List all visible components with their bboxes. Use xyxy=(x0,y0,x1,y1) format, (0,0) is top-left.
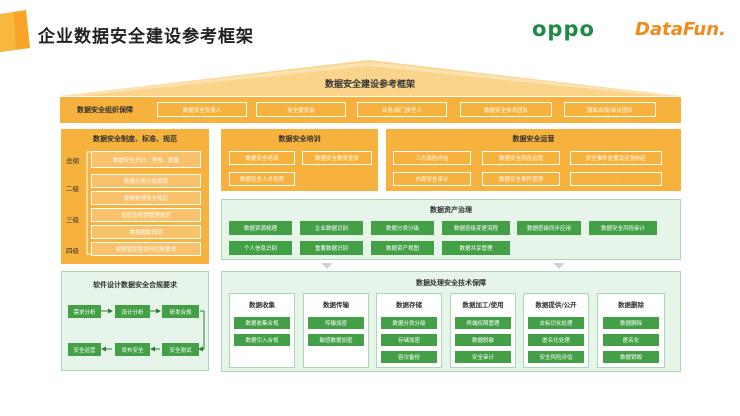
level-label: 四级 xyxy=(66,247,79,255)
sdl-flow-arrows xyxy=(101,308,205,352)
tech-column-title: 数据删除 xyxy=(618,300,644,309)
arrow-down-icon xyxy=(321,263,333,269)
org-bar xyxy=(60,97,681,123)
level-label: 三级 xyxy=(66,216,79,224)
policy-item: 加密及密钥管理规范 xyxy=(91,208,201,222)
governance-title: 数据资产治理 xyxy=(430,206,472,214)
training-panel xyxy=(221,129,378,191)
framework-roof xyxy=(59,60,680,96)
governance-item: 个人信息识别 xyxy=(229,241,292,255)
governance-item: 数据资产视图 xyxy=(371,241,434,255)
governance-item: 数据分类分级 xyxy=(371,221,434,235)
governance-item: 数据共享管理 xyxy=(442,241,510,255)
policy-item: 数据分类分级规范 xyxy=(91,174,201,188)
tech-item: 匿名化处理 xyxy=(528,334,584,346)
governance-item: 数据资源梳理 xyxy=(229,221,292,235)
level-label: 二级 xyxy=(66,185,79,193)
training-item: 数据安全教育宣传 xyxy=(302,151,372,165)
org-label: 数据安全组织保障 xyxy=(77,106,133,114)
level-label: 总纲 xyxy=(66,157,79,165)
roof-title: 数据安全建设参考框架 xyxy=(324,80,415,90)
tech-column xyxy=(303,293,369,368)
tech-column-title: 数据存储 xyxy=(396,300,422,309)
policy-title: 数据安全制度、标准、规范 xyxy=(93,135,177,143)
governance-item: 重要数据识别 xyxy=(300,241,363,255)
tech-item: 安全审计 xyxy=(455,351,511,363)
policy-item: 权限管控和访问控制要求 xyxy=(91,242,201,256)
sdl-step: 设计分析 xyxy=(115,305,150,318)
operations-item: 三方风险评估 xyxy=(393,151,471,165)
sdl-step: 需求分析 xyxy=(68,305,101,318)
tech-item: 数据删除 xyxy=(603,317,659,329)
sdl-step: 安全运营 xyxy=(68,343,101,356)
governance-item: 数据密级变更流程 xyxy=(442,221,510,235)
operations-panel xyxy=(386,129,681,191)
training-title: 数据安全培训 xyxy=(278,135,321,143)
training-item: 数据安全人才培养 xyxy=(229,172,295,186)
tech-title: 数据处理安全技术保障 xyxy=(416,279,486,287)
operations-item: ... xyxy=(570,172,662,186)
tech-item: 数据分类分级 xyxy=(381,317,437,329)
arrow-down-icon xyxy=(553,263,565,269)
tech-item: 安全风险评估 xyxy=(528,351,584,363)
org-item: 数据安全技术团队 xyxy=(460,102,552,117)
policy-item: 数据脱敏规范 xyxy=(91,225,201,239)
sdl-step: 发布安全 xyxy=(115,343,150,356)
tech-item: 数据引入合规 xyxy=(234,334,290,346)
sdl-title: 软件设计数据安全合规要求 xyxy=(93,281,177,289)
operations-item: 数据安全风险运营 xyxy=(482,151,560,165)
tech-item: 存储加密 xyxy=(381,334,437,346)
governance-item: 企业数据识别 xyxy=(300,221,363,235)
org-item: 业务/部门责任人 xyxy=(357,102,447,117)
tech-item: 敏感数据加密 xyxy=(308,334,364,346)
operations-title: 数据安全运营 xyxy=(512,135,555,143)
operations-item: 数据安全事件管理 xyxy=(482,172,560,186)
tech-item: 数据收集合规 xyxy=(234,317,290,329)
policy-item: 数据处理安全规范 xyxy=(91,191,201,205)
tech-column-title: 数据提供/公开 xyxy=(535,300,577,309)
sdl-step: 研发合规 xyxy=(162,305,199,318)
policy-item: 数据安全方针、考核、度量 xyxy=(91,151,201,168)
tech-column-title: 数据传输 xyxy=(323,300,349,309)
tech-item: 数据销毁 xyxy=(603,351,659,363)
corner-decoration xyxy=(0,10,30,52)
tech-column xyxy=(229,293,295,368)
operations-item: 安全事件处置及应急响应 xyxy=(570,151,662,165)
sdl-step: 安全测试 xyxy=(162,343,199,356)
org-item: 数据安全负责人 xyxy=(157,102,247,117)
tech-item: 数据脱敏 xyxy=(455,334,511,346)
page-title: 企业数据安全建设参考框架 xyxy=(38,27,254,47)
tech-item: 匿名化 xyxy=(603,334,659,346)
tech-item: 终端权限管理 xyxy=(455,317,511,329)
org-item: 隐私合规/审计团队 xyxy=(564,102,656,117)
training-item: 数据安全培训 xyxy=(229,151,295,165)
governance-item: 数据安全风险审计 xyxy=(589,221,657,235)
tech-column-title: 数据加工/使用 xyxy=(462,300,504,309)
level-bracket xyxy=(86,151,91,255)
oppo-logo: oppo xyxy=(532,17,595,41)
tech-column-title: 数据收集 xyxy=(249,300,275,309)
governance-item: 数据密级同步应用 xyxy=(517,221,581,235)
tech-item: 容灾备份 xyxy=(381,351,437,363)
operations-item: 内部安全审计 xyxy=(393,172,471,186)
org-item: 安全委员会 xyxy=(256,102,346,117)
tech-item: 传输加密 xyxy=(308,317,364,329)
datafun-logo: DataFun. xyxy=(635,19,726,40)
tech-item: 去标识化处理 xyxy=(528,317,584,329)
